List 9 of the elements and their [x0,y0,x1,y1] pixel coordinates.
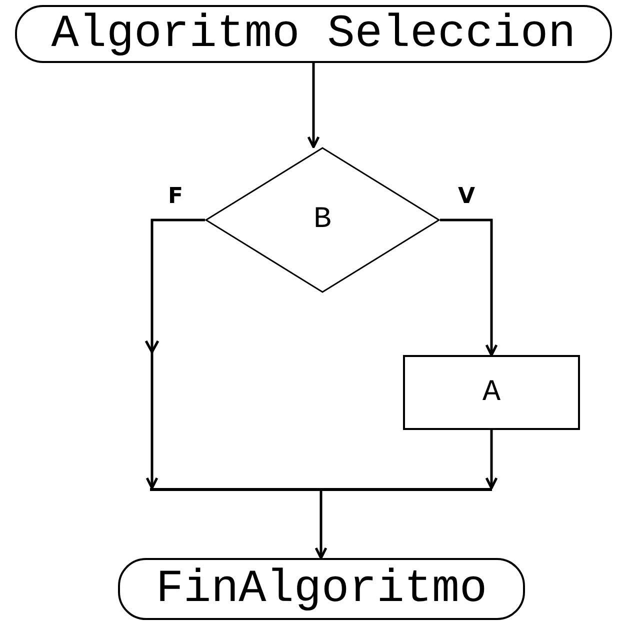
node-label: A [482,376,500,410]
node-label: B [313,203,332,237]
node-label: FinAlgoritmo [156,563,488,615]
terminal-box [118,558,525,620]
terminal-box [15,5,612,63]
process-box [403,355,580,430]
decision-diamond [205,147,440,293]
merge-bar [150,488,492,491]
node-label: Algoritmo Seleccion [51,8,576,60]
